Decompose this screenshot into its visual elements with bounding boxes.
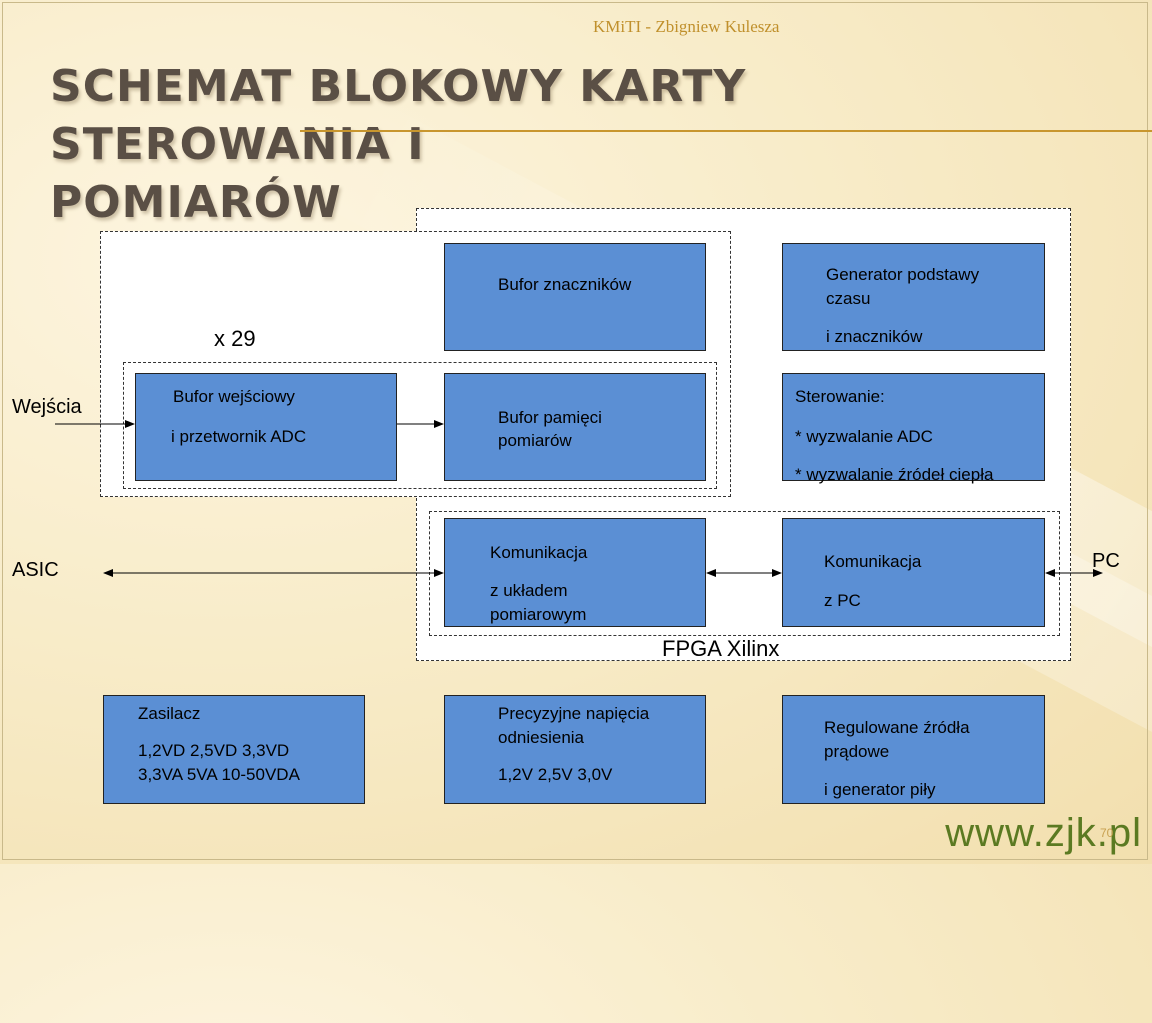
connection-arrows (55, 420, 1103, 577)
control-line2: * wyzwalanie ADC (795, 427, 933, 446)
pc-comm-block: Komunikacja z PC (782, 518, 1045, 627)
time-generator-line3: i znaczników (826, 327, 923, 346)
slide-number: 70 (1100, 826, 1114, 840)
pc-label: PC (1092, 550, 1120, 572)
asic-label: ASIC (12, 559, 59, 581)
pc-comm-line1: Komunikacja (824, 552, 922, 571)
time-generator-line2: czasu (826, 289, 871, 308)
reference-voltage-block: Precyzyjne napięcia odniesienia 1,2V 2,5… (444, 695, 706, 804)
current-source-block: Regulowane źródła prądowe i generator pi… (782, 695, 1045, 804)
memory-buffer-line2: pomiarów (498, 431, 572, 450)
power-supply-line3: 3,3VA 5VA 10-50VDA (138, 765, 300, 784)
asic-comm-block: Komunikacja z układem pomiarowym (444, 518, 706, 627)
input-buffer-line2: i przetwornik ADC (171, 427, 307, 446)
inputs-label: Wejścia (12, 396, 82, 418)
slide-title-line2: pomiarów (50, 177, 342, 228)
reference-voltage-line3: 1,2V 2,5V 3,0V (498, 765, 613, 784)
asic-comm-line3: pomiarowym (490, 605, 587, 624)
control-line1: Sterowanie: (795, 387, 885, 406)
pc-comm-line2: z PC (824, 591, 861, 610)
channel-inner-frame (123, 362, 717, 489)
marker-buffer-label: Bufor znaczników (498, 275, 632, 294)
reference-voltage-line1: Precyzyjne napięcia (498, 704, 650, 723)
current-source-line3: i generator piły (824, 780, 936, 799)
channel-count-label: x 29 (214, 326, 256, 351)
memory-buffer-line1: Bufor pamięci (498, 408, 602, 427)
control-block: Sterowanie: * wyzwalanie ADC * wyzwalani… (782, 373, 1045, 484)
power-supply-line1: Zasilacz (138, 704, 201, 723)
reference-voltage-line2: odniesienia (498, 728, 585, 747)
slide-title: Schemat blokowy karty sterowania i pomia… (50, 58, 1100, 232)
time-generator-line1: Generator podstawy (826, 265, 980, 284)
asic-comm-line2: z układem (490, 581, 568, 600)
current-source-line1: Regulowane źródła (824, 718, 970, 737)
title-underline (300, 130, 1152, 132)
current-source-line2: prądowe (824, 742, 890, 761)
input-buffer-block: Bufor wejściowy i przetwornik ADC (135, 373, 397, 481)
time-generator-block: Generator podstawy czasu i znaczników (782, 243, 1045, 351)
slide-frame (2, 2, 1148, 860)
author-header: KMiTI - Zbigniew Kulesza (593, 17, 780, 36)
memory-buffer-block: Bufor pamięci pomiarów (444, 373, 706, 481)
website-watermark: www.zjk.pl (945, 811, 1142, 855)
fpga-label: FPGA Xilinx (662, 636, 780, 661)
slide-title-line1: Schemat blokowy karty sterowania i (50, 61, 747, 170)
marker-buffer-block: Bufor znaczników (444, 243, 706, 351)
asic-comm-line1: Komunikacja (490, 543, 588, 562)
input-buffer-line1: Bufor wejściowy (173, 387, 295, 406)
power-supply-line2: 1,2VD 2,5VD 3,3VD (138, 741, 290, 760)
power-supply-block: Zasilacz 1,2VD 2,5VD 3,3VD 3,3VA 5VA 10-… (103, 695, 365, 804)
control-line3: * wyzwalanie źródeł ciepła (795, 465, 994, 484)
